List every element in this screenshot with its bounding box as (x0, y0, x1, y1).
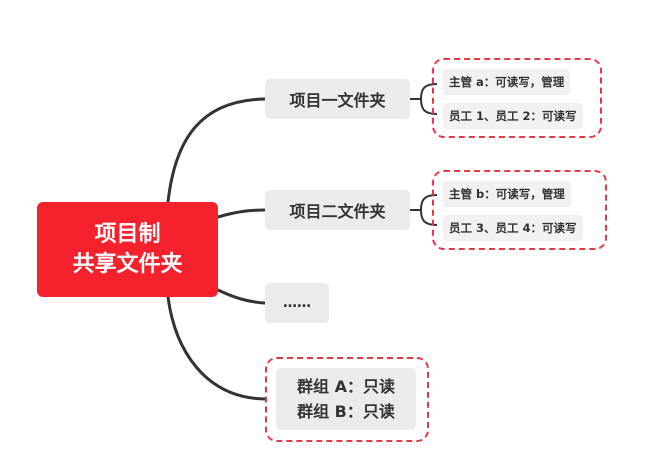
root-title-line-1: 项目制 (94, 221, 161, 247)
detail-box-groups (265, 357, 429, 442)
connector-root-branch-3 (216, 288, 267, 305)
detail-item: 主管 a：可读写，管理 (443, 69, 571, 95)
branch-label: …… (283, 295, 311, 311)
detail-item: 主管 b：可读写，管理 (443, 181, 571, 207)
root-title-line-2: 共享文件夹 (72, 251, 183, 277)
branch-label: 项目二文件夹 (289, 202, 386, 221)
branch-label: 项目一文件夹 (289, 91, 386, 110)
detail-box-project-two (432, 170, 607, 250)
branch-project-two[interactable]: 项目二文件夹 (265, 190, 410, 230)
branch-groups[interactable]: 群组 A：只读 群组 B：只读 (276, 368, 416, 430)
connector-root-branch-4 (166, 295, 267, 401)
detail-item: 员工 1、员工 2：可读写 (443, 103, 583, 129)
detail-box-project-one (432, 58, 602, 138)
root-node[interactable]: 项目制 共享文件夹 (37, 202, 218, 297)
detail-item: 员工 3、员工 4：可读写 (443, 215, 583, 241)
connector-root-branch-1 (166, 97, 267, 204)
branch-project-one[interactable]: 项目一文件夹 (265, 79, 410, 119)
group-item: 群组 B：只读 (297, 402, 395, 421)
branch-more[interactable]: …… (265, 283, 329, 323)
group-item: 群组 A：只读 (297, 377, 395, 396)
connector-root-branch-2 (216, 208, 267, 219)
